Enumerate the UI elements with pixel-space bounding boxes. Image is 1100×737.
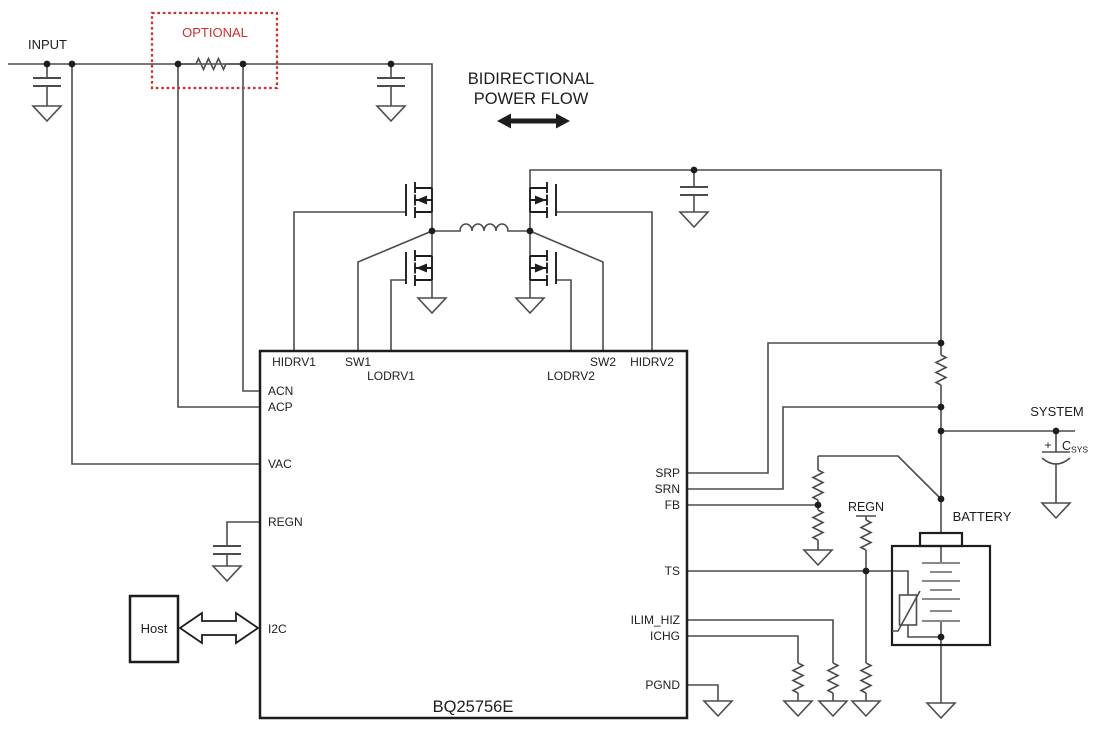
wire-input-rail (8, 63, 433, 188)
wire-ilim-hiz (687, 619, 834, 701)
wire-lodrv2 (556, 279, 572, 351)
ground-symbol (818, 700, 848, 717)
ichg-resistor (792, 662, 804, 694)
pin-label-hidrv2: HIDRV2 (630, 355, 674, 369)
optional-dashed-box (150, 11, 279, 90)
wire-regn-pullup (856, 515, 876, 701)
wire-pgnd (687, 684, 719, 701)
wire-sw2 (529, 230, 604, 351)
mosfet-q1-icon (405, 181, 433, 219)
battery (890, 531, 992, 647)
pin-label-hidrv1: HIDRV1 (272, 355, 316, 369)
svg-text:CSYS: CSYS (1062, 439, 1088, 455)
pin-label-fb: FB (665, 498, 680, 512)
ground-symbol (32, 105, 62, 122)
pin-label-ilim-hiz: ILIM_HIZ (631, 613, 680, 627)
pin-label-sw2: SW2 (590, 355, 616, 369)
inductor (432, 223, 530, 232)
csys-c: C (1062, 439, 1071, 453)
pin-label-vac: VAC (268, 457, 292, 471)
ground-symbol (679, 211, 709, 228)
csys-capacitor (1041, 451, 1071, 465)
wire-srp (687, 342, 941, 474)
pin-label-acn: ACN (268, 384, 293, 398)
bidirectional-power-flow: BIDIRECTIONAL POWER FLOW (468, 70, 595, 129)
optional-label: OPTIONAL (182, 25, 248, 40)
wire-hidrv1 (293, 211, 406, 351)
i2c-bidirectional-arrow-icon (178, 611, 260, 645)
regn-capacitor (212, 545, 242, 555)
wire-ichg (687, 635, 799, 701)
pin-label-sw1: SW1 (345, 355, 371, 369)
sense-resistor (935, 354, 947, 386)
ground-symbol (1041, 502, 1071, 519)
wire-system-rail (529, 169, 942, 343)
ground-symbol (212, 565, 242, 582)
system-capacitor (679, 186, 709, 196)
ground-symbol (783, 700, 813, 717)
pin-label-lodrv2: LODRV2 (547, 369, 595, 383)
pin-label-acp: ACP (268, 400, 293, 414)
ground-symbol (376, 105, 406, 122)
battery-label: BATTERY (953, 509, 1012, 524)
host-label: Host (141, 621, 168, 636)
ground-symbol (803, 549, 833, 566)
wire-sw1 (357, 230, 433, 351)
ilim-hiz-resistor (827, 662, 839, 694)
csys-plus-sign: + (1044, 438, 1051, 452)
bidirectional-label-line2: POWER FLOW (474, 90, 589, 108)
pin-label-srn: SRN (655, 482, 680, 496)
input-label: INPUT (28, 37, 67, 52)
pin-label-pgnd: PGND (645, 678, 680, 692)
optional-resistor (178, 56, 243, 72)
junction-dots (43, 60, 1060, 641)
ts-pulldown-resistor (860, 662, 872, 694)
ic-body (258, 349, 689, 720)
battery-cell-plates-icon (922, 562, 960, 622)
mosfet-q2-icon (405, 249, 433, 287)
mosfet-q3-icon (529, 181, 557, 219)
regn-rail-label: REGN (848, 500, 884, 514)
ic-pin-labels: HIDRV1 SW1 LODRV1 LODRV2 SW2 HIDRV2 ACN … (268, 355, 680, 692)
fb-top-resistor (812, 469, 824, 501)
mosfet-q4-icon (529, 249, 557, 287)
bidirectional-label-line1: BIDIRECTIONAL (468, 70, 595, 88)
wire-vac-branch (71, 64, 260, 465)
pin-label-lodrv1: LODRV1 (367, 369, 415, 383)
system-label: SYSTEM (1030, 404, 1083, 419)
csys-label: + CSYS (1044, 438, 1088, 455)
wire-lodrv1 (390, 279, 406, 351)
pin-label-i2c: I2C (268, 622, 287, 636)
input-capacitor-2 (376, 77, 406, 87)
fb-bottom-resistor (812, 509, 824, 541)
power-flow-arrow-icon (497, 113, 570, 129)
ic-part-number: BQ25756E (433, 698, 514, 716)
wire-ts (687, 570, 941, 638)
thermistor-icon (892, 590, 921, 632)
wire-hidrv2 (556, 211, 653, 351)
ground-symbol (851, 700, 881, 717)
battery-terminal-tab (918, 531, 964, 548)
input-capacitor-1 (32, 77, 62, 87)
wire-acn-branch (242, 64, 260, 392)
pin-label-ichg: ICHG (650, 629, 680, 643)
ground-symbol (703, 700, 733, 717)
pin-label-regn: REGN (268, 515, 303, 529)
wire-acp-branch (177, 64, 260, 408)
ground-symbol (417, 297, 447, 314)
pin-label-ts: TS (665, 564, 680, 578)
csys-subscript: SYS (1071, 445, 1088, 455)
battery-box (890, 544, 992, 647)
ground-symbol (515, 297, 545, 314)
wire-srn (687, 406, 941, 490)
host-box (128, 594, 180, 664)
pin-label-srp: SRP (655, 466, 680, 480)
ground-symbol (926, 702, 956, 719)
regn-pullup-resistor (860, 519, 872, 551)
wire-regn-cap (226, 521, 260, 566)
